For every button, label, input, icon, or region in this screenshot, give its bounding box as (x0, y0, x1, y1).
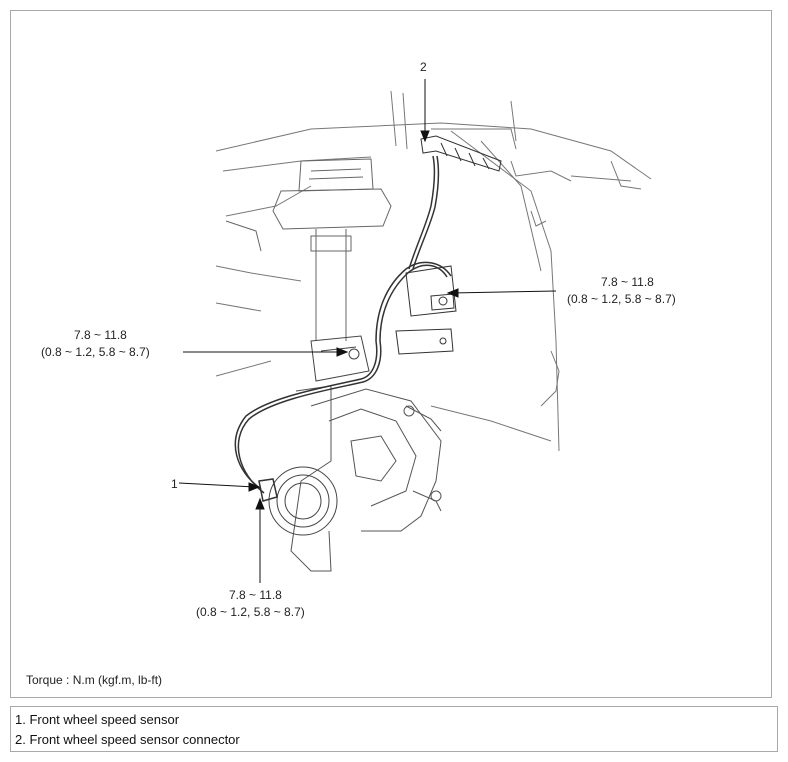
legend-item-2: 2. Front wheel speed sensor connector (15, 732, 240, 747)
wheel-housing-outline (215, 90, 652, 452)
knuckle-and-caliper (290, 385, 442, 572)
torque-spec-sensor-alt-units: (0.8 ~ 1.2, 5.8 ~ 8.7) (196, 605, 305, 619)
strut-bracket (310, 335, 370, 382)
connector-bracket (395, 265, 457, 355)
harness-connector (420, 135, 502, 172)
legend-item-1: 1. Front wheel speed sensor (15, 712, 180, 727)
torque-spec-strut-value: 7.8 ~ 11.8 (74, 328, 127, 342)
callout-number-1: 1 (171, 477, 178, 491)
diagram-figure: 2 1 7.8 ~ 11.8 (0.8 ~ 1.2, 5.8 ~ 8.7) 7.… (10, 10, 772, 698)
torque-units-note: Torque : N.m (kgf.m, lb-ft) (26, 673, 163, 687)
strut-assembly (225, 158, 392, 341)
torque-spec-strut-alt-units: (0.8 ~ 1.2, 5.8 ~ 8.7) (41, 345, 150, 359)
torque-spec-connector-alt-units: (0.8 ~ 1.2, 5.8 ~ 8.7) (567, 292, 676, 306)
hub-bearing (268, 466, 338, 536)
sensor-head (258, 478, 278, 502)
torque-spec-connector-value: 7.8 ~ 11.8 (601, 275, 654, 289)
callout-number-2: 2 (420, 60, 427, 74)
torque-spec-sensor-value: 7.8 ~ 11.8 (229, 588, 282, 602)
sensor-cable (234, 155, 452, 494)
leader-lines (178, 79, 557, 583)
parts-legend: 1. Front wheel speed sensor 2. Front whe… (10, 706, 778, 752)
suspension-line-drawing (178, 79, 652, 583)
